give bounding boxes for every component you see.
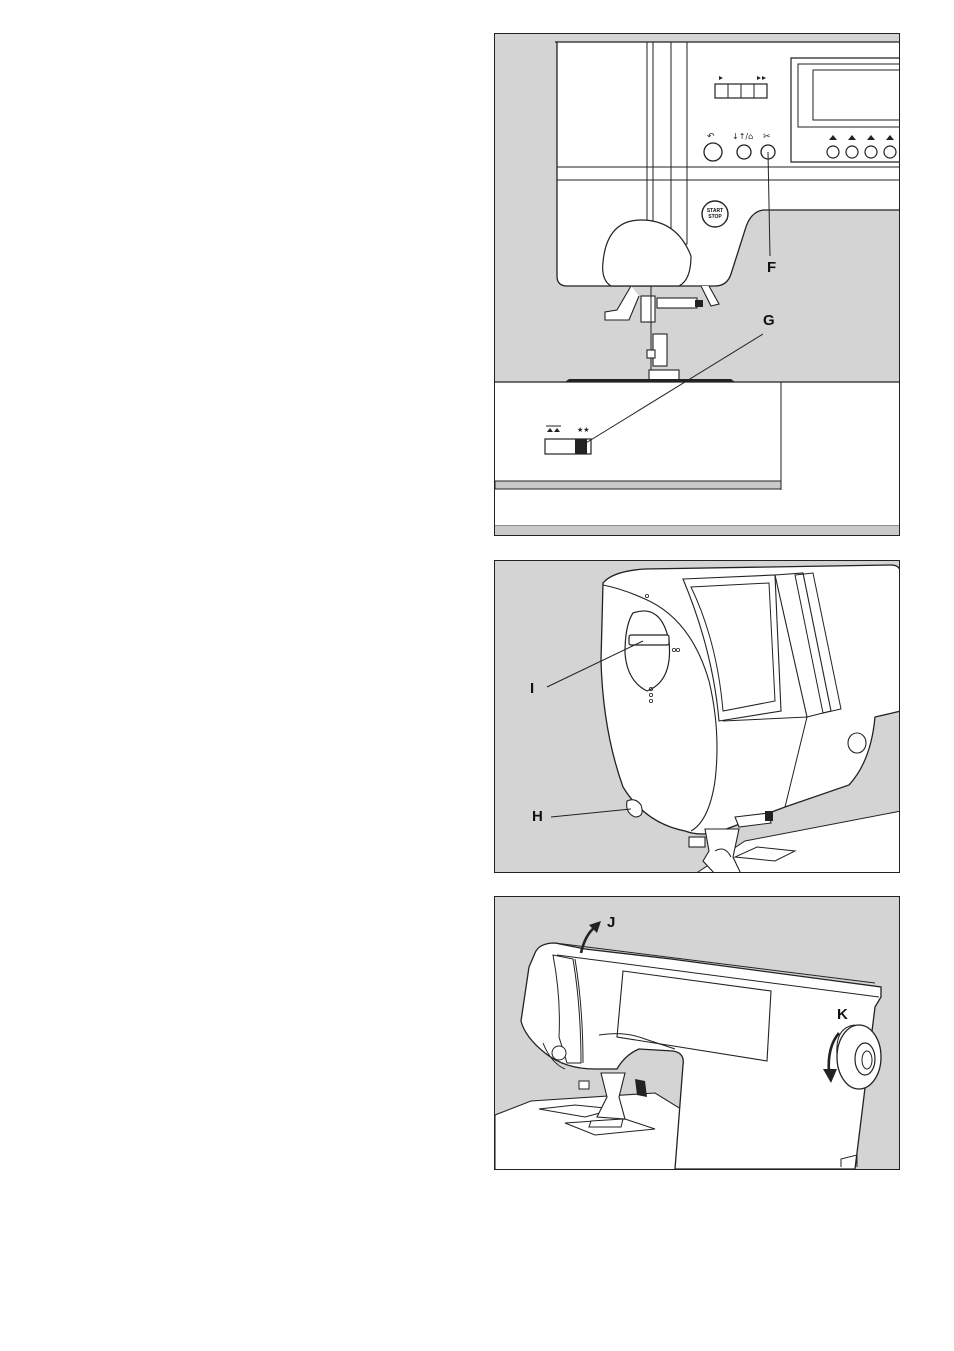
figure-2-panel: I H	[494, 560, 900, 873]
figure-2-illustration	[495, 561, 900, 873]
needle-up-down-button	[737, 145, 751, 159]
figure-1-illustration: ↶ ↓↑/⌂ ✂ ★★	[495, 34, 900, 536]
figure-3-illustration	[495, 897, 900, 1170]
leader-h	[551, 809, 631, 817]
callout-g: G	[763, 313, 775, 328]
svg-text:★★: ★★	[577, 426, 590, 434]
reverse-button	[704, 143, 722, 161]
svg-text:✂: ✂	[763, 132, 771, 142]
callout-i: I	[530, 681, 534, 696]
svg-text:↶: ↶	[707, 132, 715, 142]
svg-text:↓↑/⌂: ↓↑/⌂	[732, 132, 753, 141]
figure-1-panel: ↶ ↓↑/⌂ ✂ ★★	[494, 33, 900, 536]
callout-j: J	[607, 915, 615, 930]
start-stop-label-bottom: STOP	[702, 215, 728, 220]
callout-k: K	[837, 1007, 848, 1022]
callout-f: F	[767, 260, 776, 275]
figure-3-panel: J K	[494, 896, 900, 1170]
callout-h: H	[532, 809, 543, 824]
